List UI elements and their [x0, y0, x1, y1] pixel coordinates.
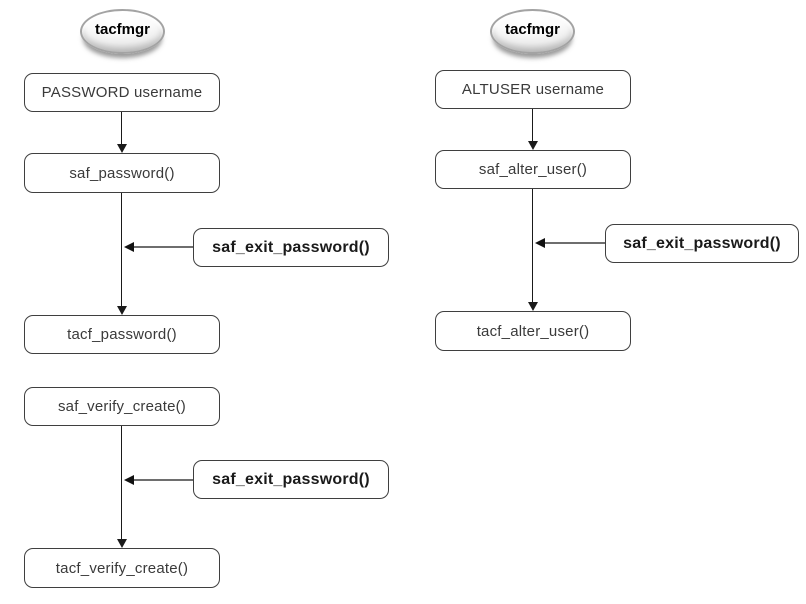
arrow-head-left [124, 242, 134, 252]
node-tacf-verify-create: tacf_verify_create() [24, 548, 220, 588]
arrow-shaft [532, 189, 533, 304]
node-saf-password: saf_password() [24, 153, 220, 193]
node-tacf-alter-user: tacf_alter_user() [435, 311, 631, 351]
arrow-head-down [527, 141, 538, 150]
arrow-shaft [544, 242, 605, 244]
arrow-shaft [133, 479, 193, 481]
arrow-head-down [116, 306, 127, 315]
arrow-head-left [124, 475, 134, 485]
tacfmgr-ellipse: tacfmgr [490, 9, 575, 54]
arrow-head-down [116, 539, 127, 548]
node-saf-exit-password: saf_exit_password() [193, 460, 389, 499]
node-tacf-password: tacf_password() [24, 315, 220, 354]
arrow-shaft [121, 193, 122, 308]
node-saf-alter-user: saf_alter_user() [435, 150, 631, 189]
node-saf-verify-create: saf_verify_create() [24, 387, 220, 426]
node-password-username: PASSWORD username [24, 73, 220, 112]
arrow-shaft [121, 112, 122, 146]
arrow-shaft [121, 426, 122, 541]
node-altuser-username: ALTUSER username [435, 70, 631, 109]
node-saf-exit-password: saf_exit_password() [193, 228, 389, 267]
entity-label: tacfmgr [94, 21, 150, 38]
arrow-head-down [527, 302, 538, 311]
arrow-shaft [532, 109, 533, 143]
entity-label: tacfmgr [504, 21, 560, 38]
tacfmgr-ellipse: tacfmgr [80, 9, 165, 54]
arrow-head-down [116, 144, 127, 153]
node-saf-exit-password: saf_exit_password() [605, 224, 799, 263]
arrow-shaft [133, 246, 193, 248]
arrow-head-left [535, 238, 545, 248]
